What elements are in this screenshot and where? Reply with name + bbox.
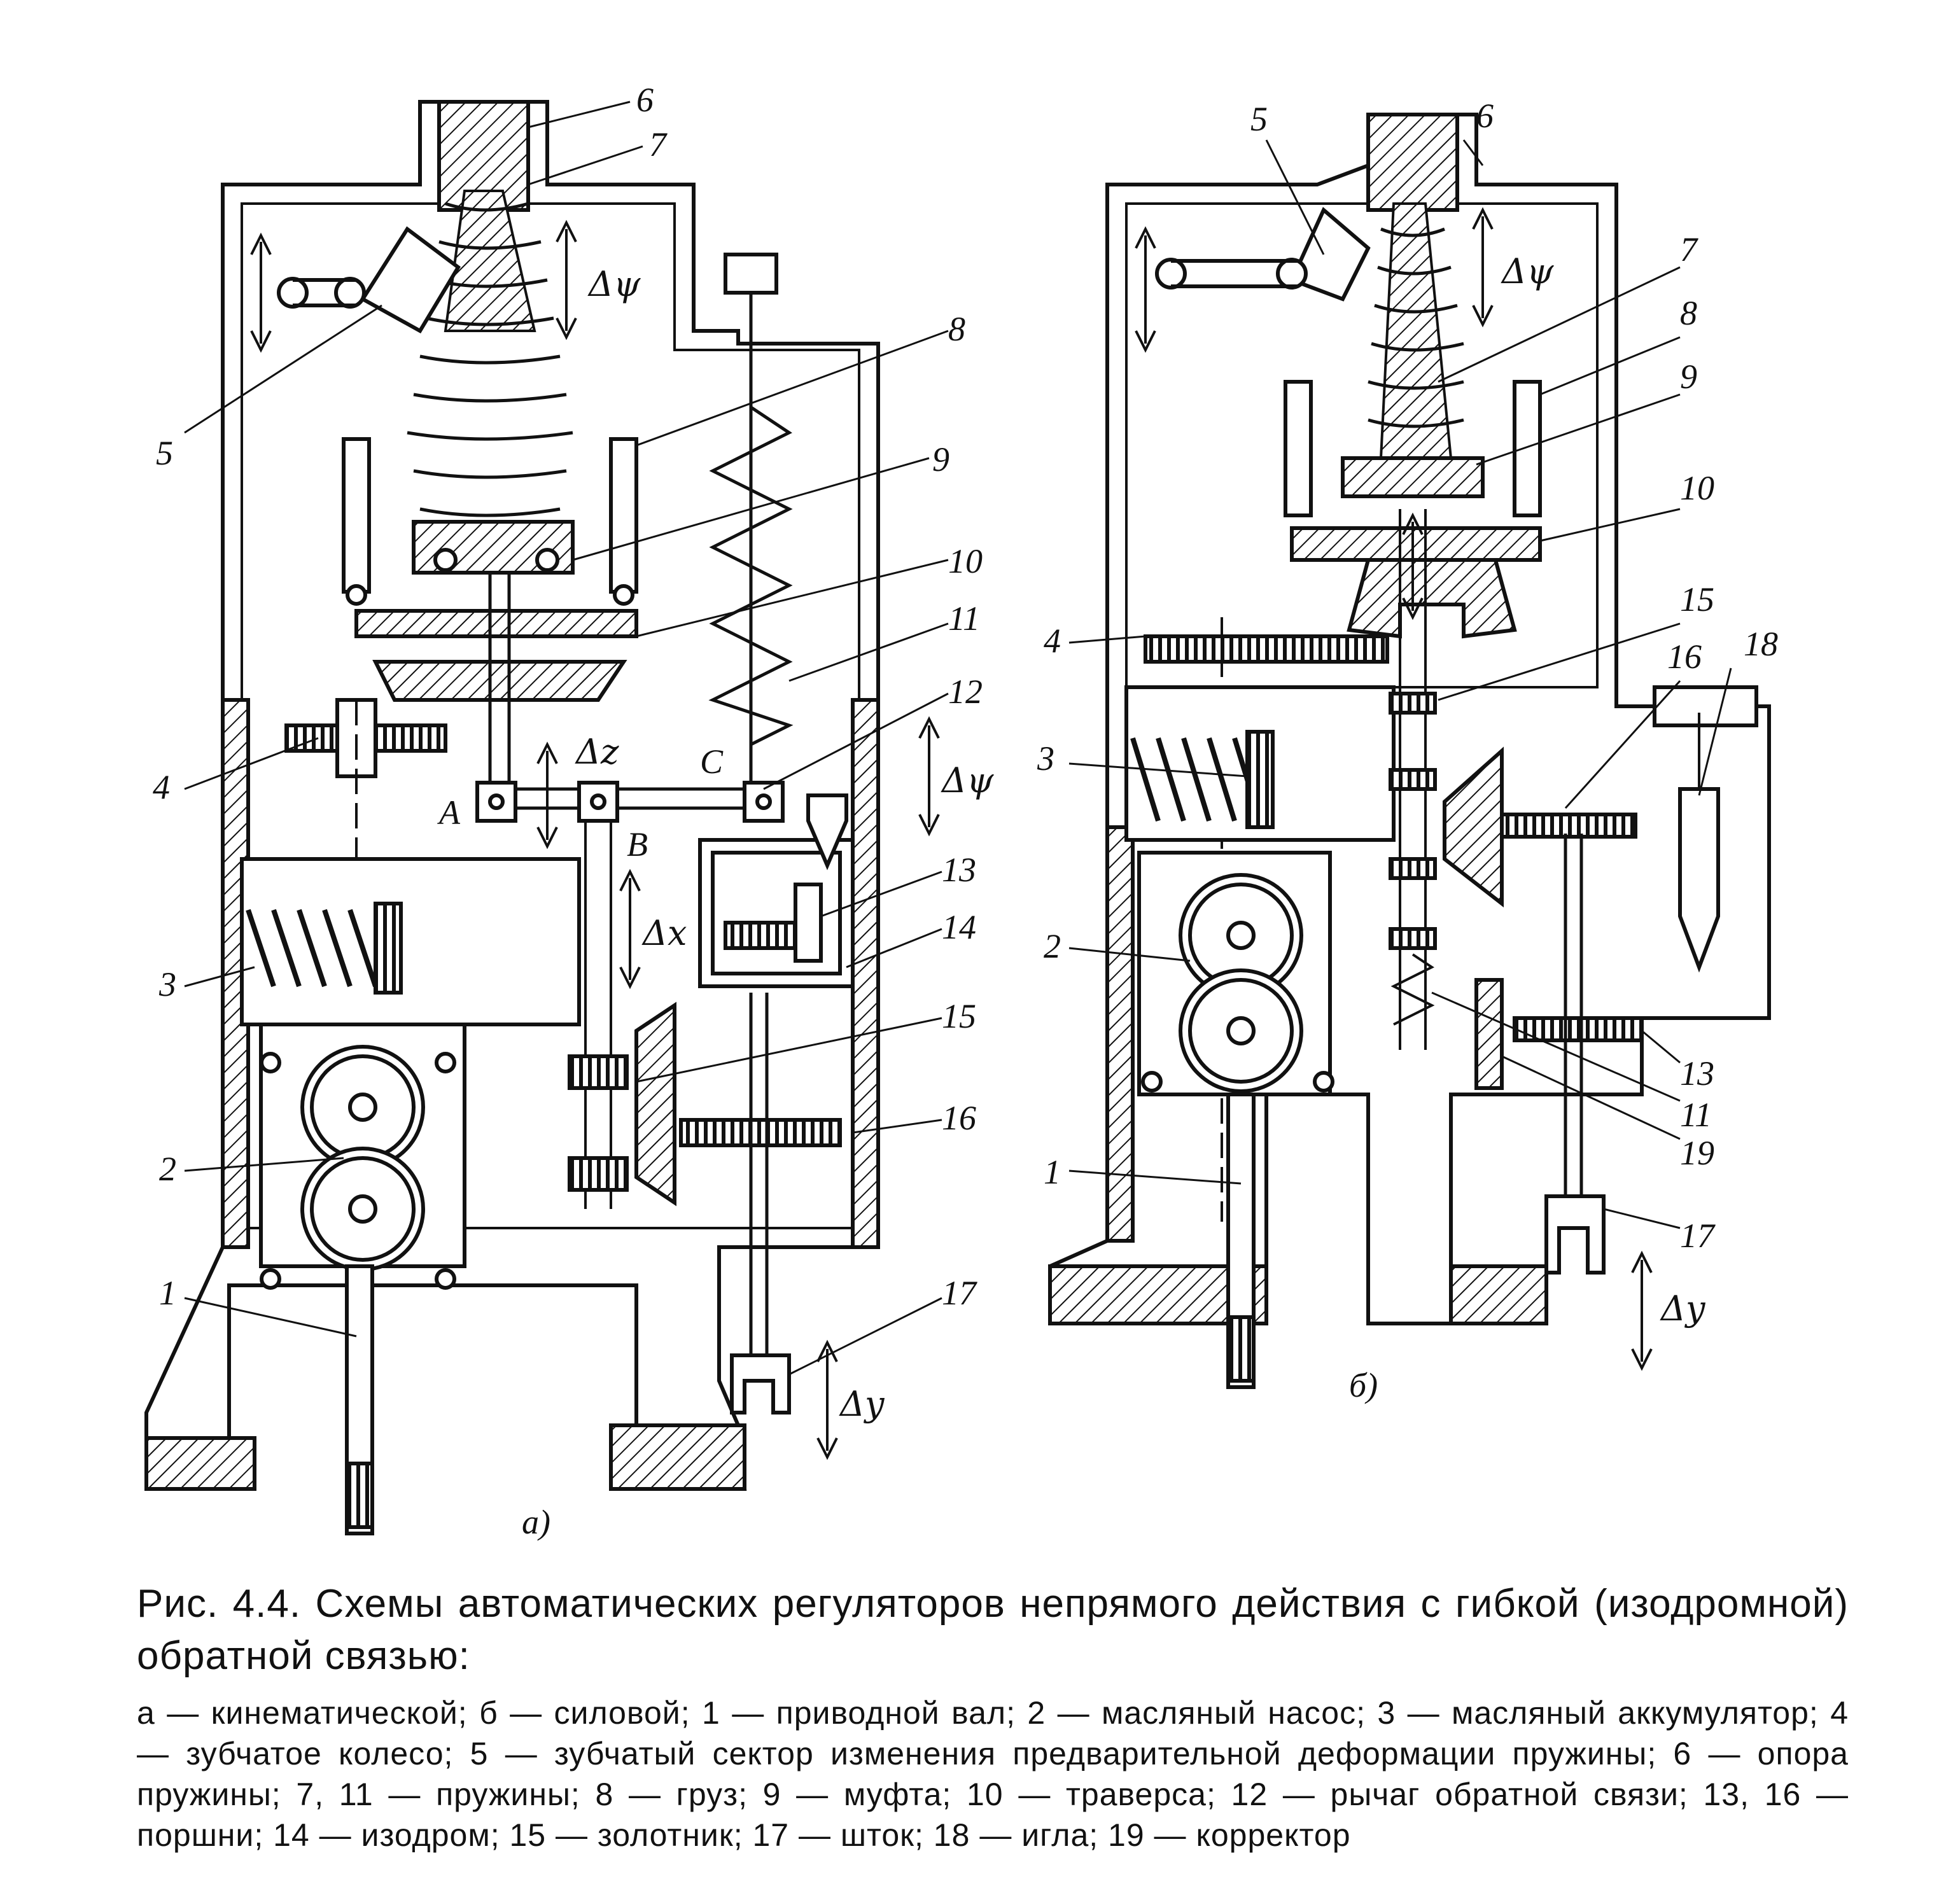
figure-caption-title: Рис. 4.4. Схемы автоматических регулятор…: [137, 1582, 1849, 1678]
part-label: 18: [1744, 625, 1778, 663]
figure-caption-legend: а — кинематической; б — силовой; 1 — при…: [137, 1695, 1849, 1853]
part-label: 9: [932, 440, 949, 478]
spring-11-b: [1390, 953, 1435, 1026]
toothed-sector-5-a: [250, 226, 461, 353]
symbol-delta-x: Δx: [641, 913, 687, 953]
part-label: 6: [636, 81, 654, 119]
feedback-lever-12-a: [475, 781, 785, 823]
weights-8-b: [1284, 380, 1542, 517]
part-label: 13: [1680, 1054, 1714, 1093]
diagram-b-labels: 5 6 7 8 9 10 4 15 16 18 3 2 13 11 19 1 1…: [1037, 97, 1778, 1404]
part-label: 2: [159, 1150, 176, 1188]
point-label-c: C: [700, 743, 724, 781]
part-label: 6: [1476, 97, 1494, 135]
part-label: 5: [156, 434, 173, 472]
part-label: 11: [948, 599, 980, 638]
oil-pump-2-b: [1137, 851, 1334, 1096]
corrector-19-b: [1474, 978, 1504, 1090]
symbol-delta-psi: Δψ: [1501, 251, 1554, 291]
part-label: 2: [1044, 927, 1061, 965]
accumulator-3-b: [1124, 685, 1396, 842]
spring-support-6-b: [1366, 113, 1459, 212]
part-label: 15: [942, 997, 976, 1035]
spring-7-b: [1361, 202, 1471, 466]
part-label: 7: [649, 125, 668, 164]
part-label: 4: [153, 768, 170, 806]
rod-17-b: [1544, 834, 1606, 1275]
point-label-a: A: [437, 793, 461, 832]
part-label: 10: [1680, 469, 1714, 507]
symbol-delta-psi: Δψ: [587, 264, 641, 304]
needle-18-b: [1653, 685, 1758, 973]
diagram-a: [144, 100, 949, 1535]
part-label: 3: [158, 965, 176, 1003]
part-label: 16: [1667, 638, 1702, 676]
spool-valve-15-a: [568, 821, 676, 1209]
piston-16-a: [679, 1118, 842, 1147]
part-label: 1: [159, 1274, 176, 1312]
part-label: 17: [942, 1274, 977, 1312]
part-label: 5: [1250, 100, 1268, 138]
part-label: 9: [1680, 358, 1697, 396]
point-label-b: B: [627, 825, 648, 863]
weights-8-a: [342, 437, 638, 606]
piston-16-b: [1500, 813, 1637, 839]
gear-4-b: [1144, 634, 1389, 664]
part-label: 4: [1044, 622, 1061, 660]
part-label: 19: [1680, 1134, 1714, 1172]
traverse-10-a: [354, 609, 638, 638]
piston-13-b: [1513, 1016, 1644, 1042]
part-label: 12: [948, 673, 983, 711]
traverse-10-b: [1290, 526, 1542, 562]
regulator-diagrams: 6 7 5 8 9 10 11 12 4 3 13 14 15 2 16 1 1…: [144, 81, 1778, 1541]
diagram-a-sublabel: а): [522, 1503, 550, 1541]
symbol-delta-psi: Δψ: [941, 760, 994, 800]
symbol-delta-z: Δz: [575, 732, 619, 772]
toothed-sector-5-b: [1135, 207, 1371, 353]
isodrome-14-a: [698, 793, 855, 988]
rod-17-a: [730, 993, 791, 1415]
diagram-b: [1048, 113, 1771, 1389]
part-label: 7: [1680, 230, 1698, 269]
part-label: 8: [1680, 294, 1697, 332]
oil-pump-2-a: [259, 1023, 466, 1290]
diagram-b-sublabel: б): [1349, 1366, 1378, 1404]
part-label: 14: [942, 908, 976, 946]
part-label: 11: [1680, 1096, 1712, 1134]
coupling-9-b: [1341, 456, 1485, 498]
part-label: 3: [1037, 739, 1054, 778]
part-label: 1: [1044, 1153, 1061, 1191]
accumulator-3-a: [240, 857, 581, 1026]
part-label: 16: [942, 1099, 976, 1137]
spool-valve-15-b: [1389, 509, 1504, 1050]
part-label: 17: [1680, 1217, 1716, 1255]
diagram-a-labels: 6 7 5 8 9 10 11 12 4 3 13 14 15 2 16 1 1…: [153, 81, 994, 1541]
part-label: 10: [948, 542, 983, 580]
part-label: 15: [1680, 580, 1714, 618]
part-label: 13: [942, 851, 976, 889]
symbol-delta-y: Δy: [839, 1384, 885, 1424]
spring-11-a: [708, 253, 794, 795]
symbol-delta-y: Δy: [1660, 1289, 1706, 1329]
spring-7-a: [407, 190, 573, 517]
part-label: 8: [948, 310, 965, 348]
